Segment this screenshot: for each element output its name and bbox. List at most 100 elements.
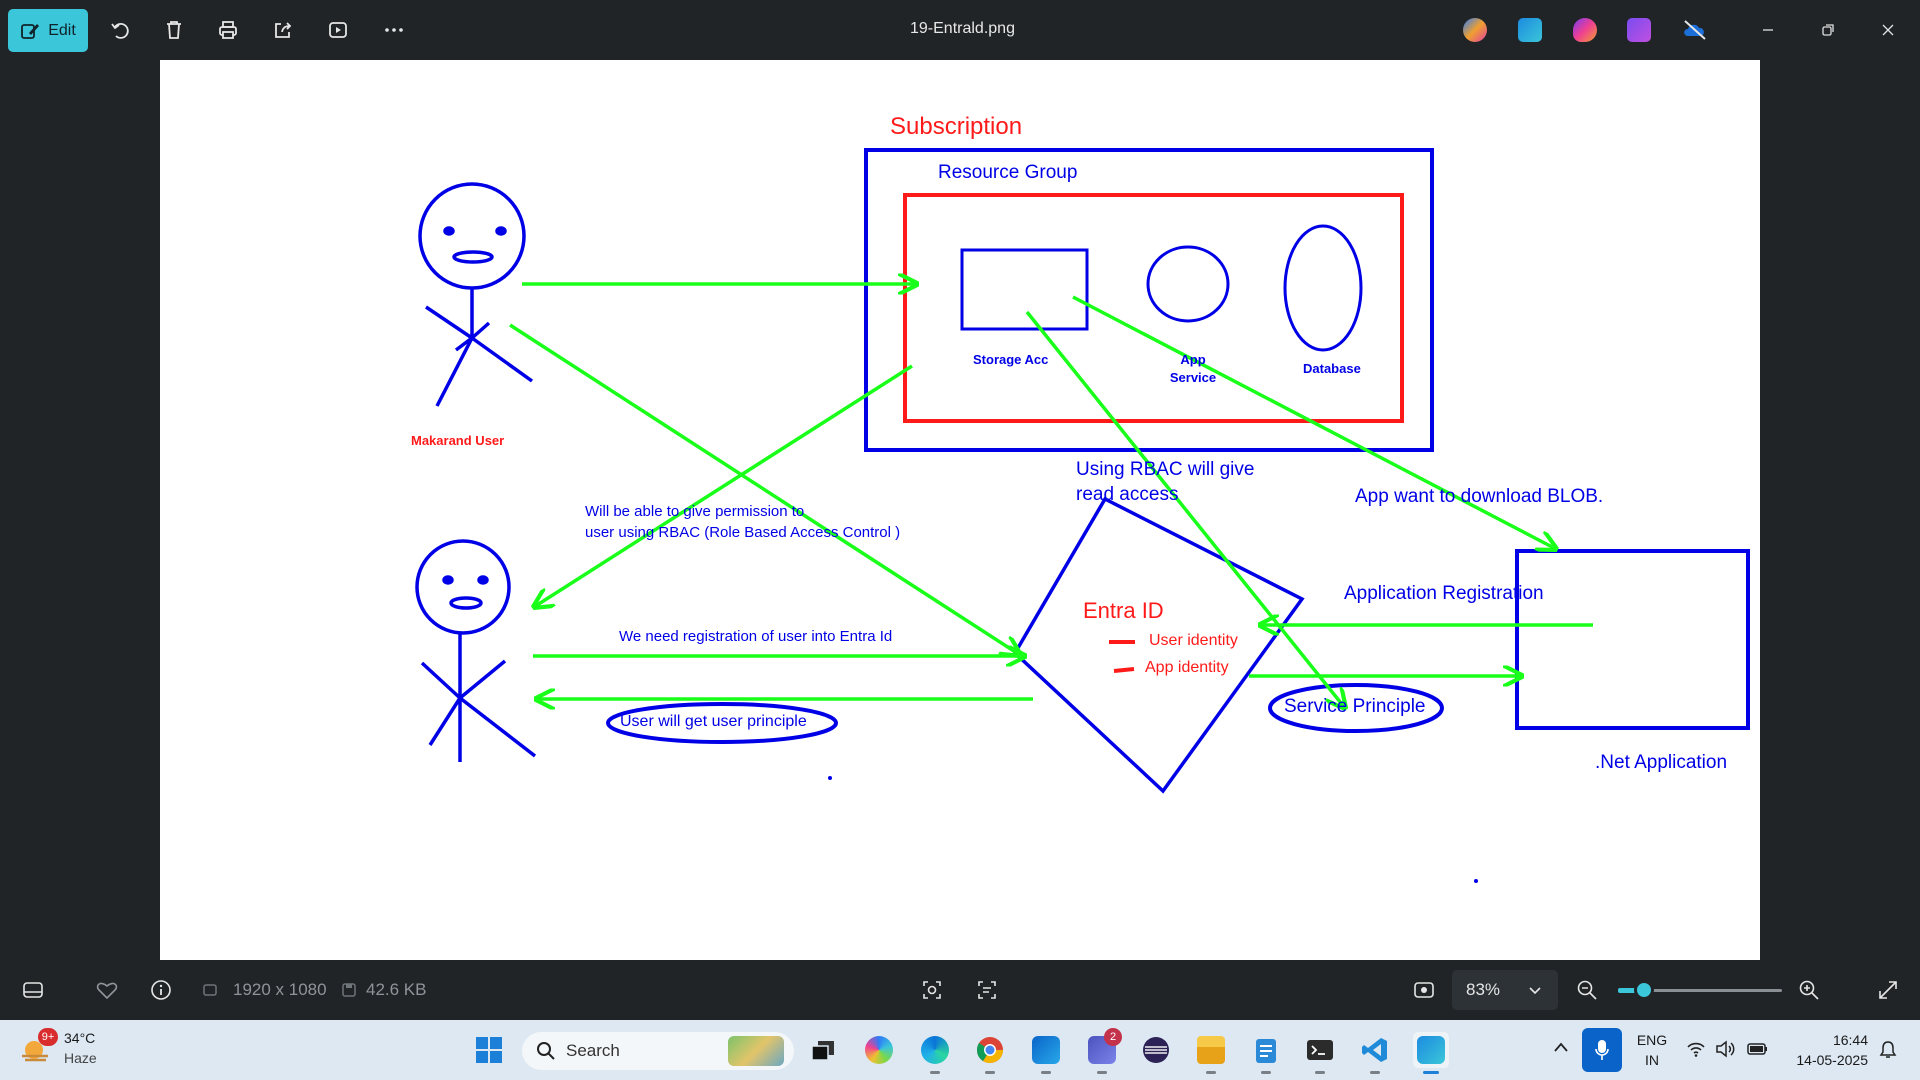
database-shape	[1283, 224, 1363, 352]
text-scan-button[interactable]	[975, 978, 999, 1002]
language-line-2[interactable]: IN	[1645, 1052, 1659, 1068]
favorite-button[interactable]	[95, 978, 119, 1002]
designer-icon[interactable]	[1518, 18, 1542, 42]
delete-button[interactable]	[154, 11, 194, 49]
arrow-resource-group-to-user2	[534, 364, 913, 607]
restore-button[interactable]	[1813, 16, 1843, 44]
info-button[interactable]	[149, 978, 173, 1002]
restore-icon	[1822, 24, 1834, 36]
arrow-storage-to-net-app	[1072, 295, 1556, 549]
clock-date[interactable]: 14-05-2025	[1796, 1052, 1868, 1068]
wifi-icon[interactable]	[1686, 1040, 1706, 1063]
resource-group-label: Resource Group	[938, 162, 1078, 183]
minimize-button[interactable]	[1753, 16, 1783, 44]
teams-app[interactable]: 2	[1084, 1028, 1122, 1074]
visual-search-icon	[923, 981, 941, 999]
photos-app[interactable]	[1413, 1032, 1449, 1074]
subscription-label: Subscription	[890, 113, 1023, 140]
copilot-app[interactable]	[861, 1032, 897, 1068]
rbac-read-line-1: Using RBAC will give	[1076, 459, 1255, 480]
slideshow-button[interactable]	[318, 11, 358, 49]
search-icon	[537, 1042, 555, 1060]
storage-label: Storage Acc	[973, 352, 1049, 367]
image-canvas[interactable]: Subscription Resource Group Storage Acc …	[160, 60, 1760, 960]
notification-bell-icon	[1879, 1041, 1897, 1058]
zoom-in-button[interactable]	[1797, 978, 1821, 1002]
clipchamp-icon[interactable]	[1573, 18, 1597, 42]
full-screen-button[interactable]	[1876, 978, 1900, 1002]
weather-haze-icon	[22, 1041, 48, 1062]
language-line-1[interactable]: ENG	[1636, 1032, 1668, 1048]
edit-label: Edit	[48, 21, 76, 39]
download-blob-label: App want to download BLOB.	[1355, 486, 1604, 507]
weather-temp: 34°C	[64, 1030, 96, 1046]
vscode-icon	[1362, 1038, 1387, 1062]
more-options-button[interactable]	[374, 11, 414, 49]
onedrive-off-icon[interactable]	[1682, 18, 1706, 42]
edit-icon	[21, 23, 40, 39]
zoom-slider-thumb[interactable]	[1634, 980, 1654, 1000]
edge-icon	[921, 1036, 949, 1064]
vscode-app[interactable]	[1357, 1032, 1393, 1074]
notifications-button[interactable]	[1878, 1040, 1898, 1065]
permission-line-1: Will be able to give permission to	[585, 503, 805, 520]
copilot-app-icon	[865, 1036, 893, 1064]
filmstrip-icon	[23, 982, 43, 998]
file-size: 42.6 KB	[366, 980, 427, 999]
file-explorer-app[interactable]	[1193, 1032, 1229, 1074]
filmstrip-button[interactable]	[21, 978, 45, 1002]
user2-figure	[415, 539, 537, 762]
running-indicator	[1097, 1071, 1107, 1074]
registration-need-label: We need registration of user into Entra …	[619, 628, 893, 645]
weather-widget[interactable]: 9+	[20, 1028, 60, 1068]
microphone-button[interactable]	[1582, 1028, 1622, 1072]
terminal-icon	[1307, 1040, 1333, 1060]
task-view-icon	[811, 1041, 834, 1061]
net-app-box	[1515, 549, 1750, 730]
close-button[interactable]	[1873, 16, 1903, 44]
volume-icon[interactable]	[1715, 1040, 1737, 1063]
zoom-value: 83%	[1466, 980, 1501, 999]
title-bar: Edit 19-Entrald.png	[0, 0, 1920, 60]
rotate-button[interactable]	[100, 11, 140, 49]
start-button[interactable]	[471, 1032, 507, 1068]
info-icon	[151, 980, 171, 1000]
task-view-button[interactable]	[805, 1032, 841, 1068]
weather-badge: 9+	[38, 1028, 58, 1046]
trash-icon	[167, 21, 181, 39]
battery-icon[interactable]	[1746, 1040, 1770, 1063]
zoom-slider-track[interactable]	[1618, 989, 1782, 992]
edit-button[interactable]: Edit	[8, 9, 88, 52]
clock-time[interactable]: 16:44	[1832, 1032, 1868, 1048]
video-editor-icon[interactable]	[1627, 18, 1651, 42]
terminal-app[interactable]	[1302, 1032, 1338, 1074]
notepad-app[interactable]	[1248, 1032, 1284, 1074]
share-button[interactable]	[263, 11, 303, 49]
entra-id-label: Entra ID	[1083, 598, 1164, 623]
taskbar-search[interactable]: Search	[522, 1032, 794, 1070]
fit-to-window-button[interactable]	[1412, 978, 1436, 1002]
entra-id-diamond	[1012, 496, 1305, 794]
chrome-app[interactable]	[972, 1032, 1008, 1074]
stray-dot	[828, 776, 832, 780]
search-placeholder: Search	[566, 1041, 620, 1060]
show-hidden-icons-button[interactable]	[1552, 1040, 1570, 1059]
copilot-icon[interactable]	[1463, 18, 1487, 42]
zoom-out-button[interactable]	[1575, 978, 1599, 1002]
running-indicator	[1315, 1071, 1325, 1074]
edge-app[interactable]	[917, 1032, 953, 1074]
eclipse-app[interactable]	[1138, 1032, 1174, 1068]
user-principle-ellipse	[606, 702, 838, 744]
rbac-read-line-2: read access	[1076, 484, 1179, 505]
visual-search-button[interactable]	[920, 978, 944, 1002]
weather-desc: Haze	[64, 1050, 97, 1066]
outlook-app[interactable]	[1028, 1032, 1064, 1074]
zoom-select[interactable]: 83%	[1452, 970, 1558, 1010]
print-button[interactable]	[208, 11, 248, 49]
expand-icon	[1879, 981, 1897, 999]
user-identity-label: User identity	[1149, 632, 1238, 649]
running-indicator	[1041, 1071, 1051, 1074]
minimize-icon	[1763, 29, 1773, 31]
status-bar: 1920 x 1080 42.6 KB 83%	[0, 960, 1920, 1020]
zoom-in-icon	[1799, 980, 1819, 1000]
